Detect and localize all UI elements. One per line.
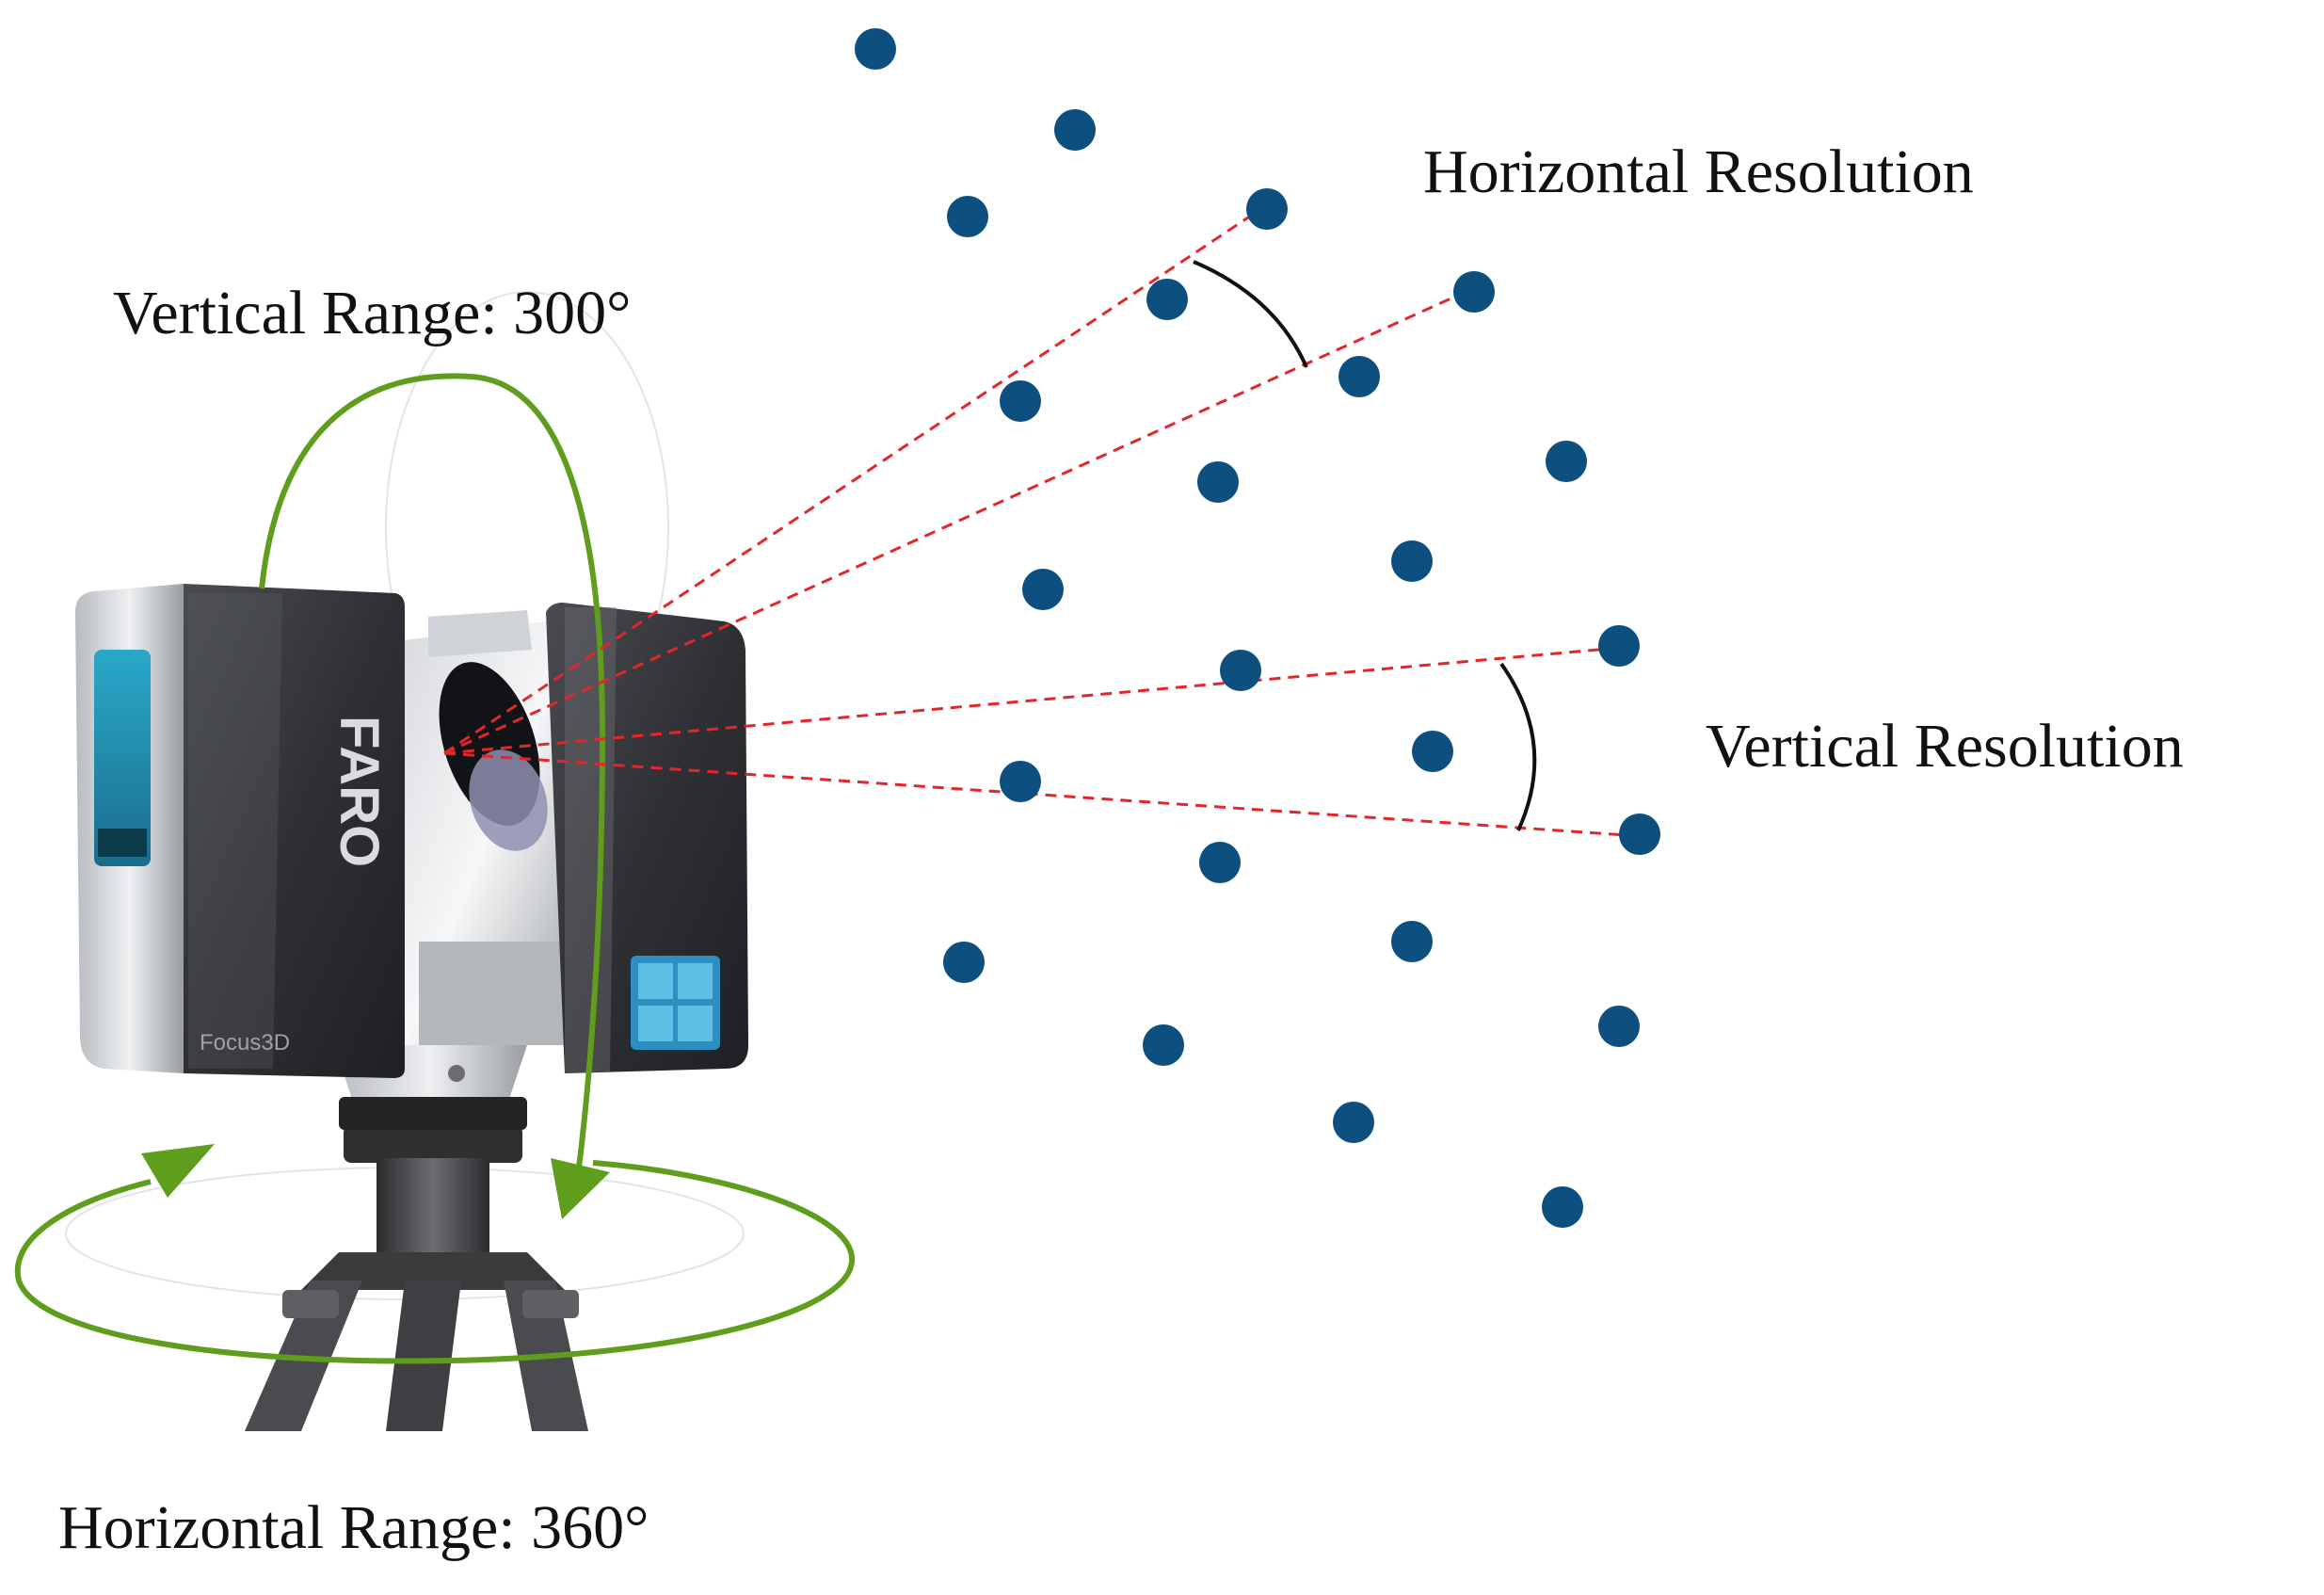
- scan-point: [1453, 271, 1495, 313]
- beam-2: [443, 285, 1477, 755]
- scanner-mirror-unit: [405, 610, 574, 1045]
- scan-point: [1220, 650, 1261, 691]
- scan-point: [1197, 461, 1239, 503]
- scan-point: [1143, 1024, 1184, 1066]
- scan-point: [1199, 842, 1241, 883]
- scan-point: [1146, 279, 1188, 320]
- scan-point: [1412, 731, 1453, 772]
- brand-logo: FARO: [329, 716, 390, 867]
- scan-point: [943, 942, 985, 983]
- scan-point: [1054, 109, 1096, 151]
- vertical-resolution-label: Vertical Resolution: [1706, 712, 2184, 781]
- vertical-range-arrow: [259, 373, 610, 1219]
- touchscreen: [94, 650, 151, 866]
- scanner-left-housing: FARO Focus3D: [75, 584, 405, 1078]
- svg-text:Focus3D: Focus3D: [200, 1030, 290, 1055]
- tripod: [245, 1125, 588, 1431]
- horizontal-range-arrow: [14, 1144, 856, 1364]
- vertical-resolution-arc: [1499, 662, 1537, 831]
- horizontal-arrowhead-icon: [141, 1144, 215, 1198]
- scan-point: [947, 196, 988, 237]
- scan-point: [1391, 540, 1433, 582]
- scan-point: [1246, 188, 1288, 230]
- beam-3: [443, 646, 1620, 755]
- horizontal-resolution-arc: [1193, 260, 1308, 368]
- vertical-range-label: Vertical Range: 300°: [113, 279, 632, 347]
- vertical-arrowhead-icon: [551, 1158, 610, 1219]
- scan-point: [855, 28, 896, 70]
- scanner-right-housing: [546, 603, 748, 1073]
- scan-point: [1598, 625, 1640, 667]
- scan-point: [1546, 441, 1587, 482]
- scan-point: [1391, 921, 1433, 962]
- beam-4: [443, 751, 1641, 838]
- horizontal-range-label: Horizontal Range: 360°: [58, 1493, 649, 1562]
- horizontal-resolution-label: Horizontal Resolution: [1423, 137, 1974, 206]
- beam-1: [443, 201, 1272, 755]
- model-logo: Focus3D: [200, 1030, 290, 1055]
- scan-point: [1022, 569, 1064, 610]
- svg-text:FARO: FARO: [329, 716, 390, 867]
- control-panel-icons: [631, 956, 720, 1050]
- scan-point: [1598, 1006, 1640, 1047]
- point-cloud: [855, 28, 1660, 1228]
- scan-point: [1000, 761, 1041, 802]
- scan-point: [1000, 380, 1041, 422]
- scan-point: [1542, 1186, 1583, 1228]
- scan-point: [1619, 814, 1660, 855]
- scan-point: [1338, 356, 1380, 397]
- scan-point: [1333, 1102, 1374, 1143]
